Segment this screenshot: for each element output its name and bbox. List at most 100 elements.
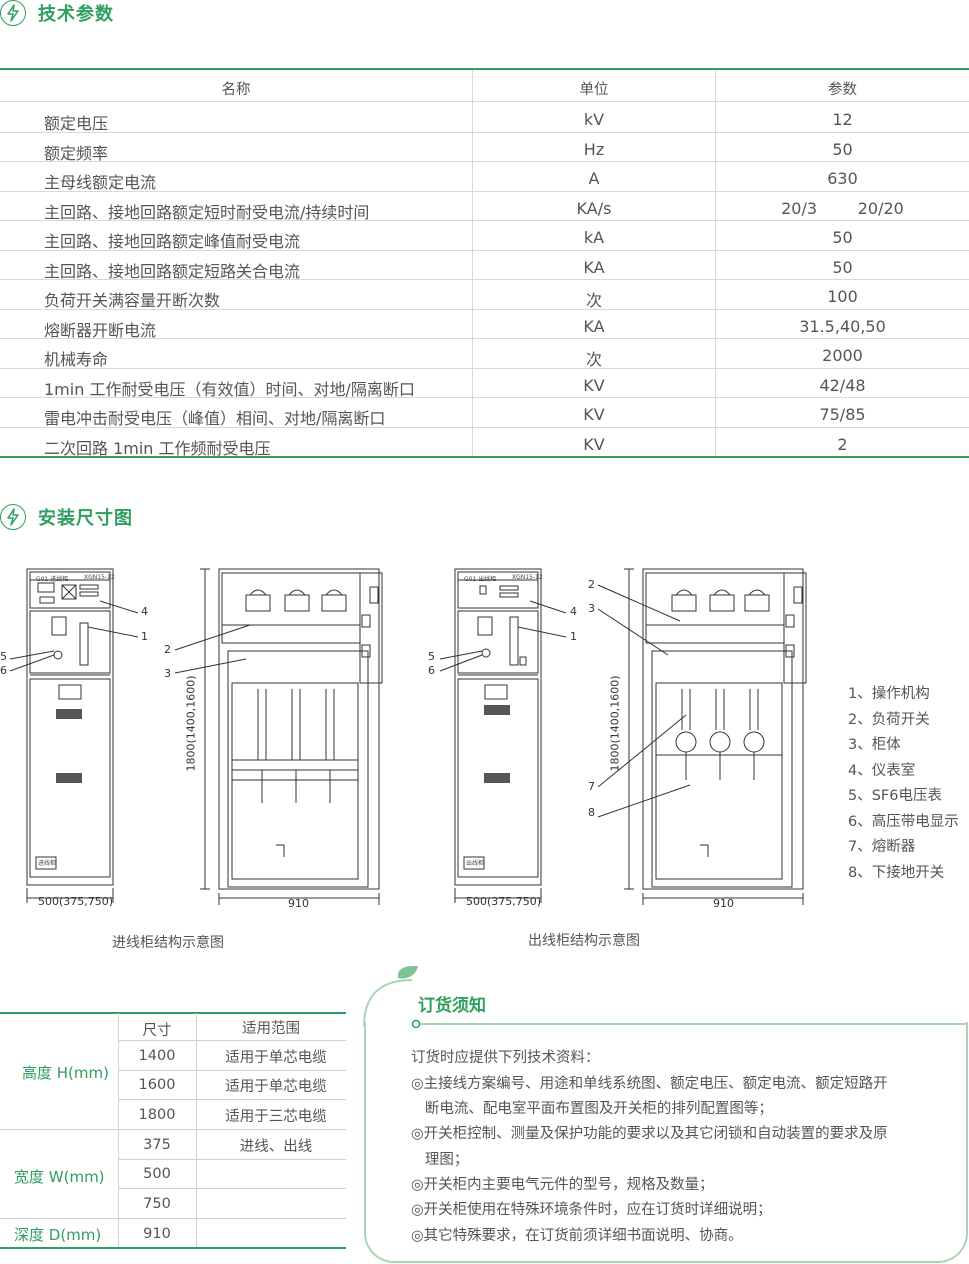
outgoing-callout-2: 2 — [588, 578, 595, 591]
incoming-callout-2: 2 — [164, 643, 171, 656]
size-header-range: 适用范围 — [242, 1021, 300, 1037]
incoming-side-width: 910 — [288, 897, 309, 910]
outgoing-caption: 出线柜结构示意图 — [528, 933, 640, 949]
section-header-tech: 技术参数 — [0, 0, 114, 26]
legend-item: 3、柜体 — [848, 737, 901, 753]
cell-name: 二次回路 1min 工作频耐受电压 — [44, 438, 271, 458]
incoming-side-view — [174, 568, 383, 905]
section-title-install: 安装尺寸图 — [38, 508, 133, 529]
size-row-line — [118, 1070, 346, 1071]
cell-value: 50 — [832, 257, 853, 277]
cell-unit: KA — [583, 257, 605, 277]
depth-label: 深度 D(mm) — [14, 1226, 102, 1244]
outgoing-front-width: 500(375,750) — [466, 895, 542, 908]
legend-item: 2、负荷开关 — [848, 712, 930, 728]
size-row-line — [118, 1040, 346, 1041]
order-title: 订货须知 — [418, 996, 486, 1016]
size-cell: 375 — [143, 1137, 171, 1153]
tech-header-row: 名称 单位 参数 — [0, 70, 969, 102]
cell-unit: KV — [583, 434, 605, 454]
cell-unit: Hz — [583, 139, 605, 159]
outgoing-callout-7: 7 — [588, 780, 595, 793]
legend-item: 8、下接地开关 — [848, 865, 945, 881]
cell-value: 2 — [837, 434, 848, 454]
size-col-divider-2 — [196, 1013, 197, 1248]
cell-unit: A — [588, 169, 600, 188]
size-cell: 750 — [143, 1196, 171, 1212]
installation-drawings — [9, 568, 807, 905]
size-cell: 1600 — [138, 1077, 176, 1093]
cell-unit: KV — [583, 375, 605, 395]
outgoing-panel-label-a: G01 出线柜 — [464, 576, 497, 583]
table-row: 机械寿命 次 2000 — [0, 339, 969, 369]
section-title-tech: 技术参数 — [38, 4, 114, 25]
size-cell: 1400 — [138, 1048, 176, 1064]
cell-name: 主回路、接地回路额定短时耐受电流/持续时间 — [44, 202, 370, 222]
size-cell: 500 — [143, 1166, 171, 1182]
incoming-height: 1800(1400,1600) — [184, 675, 198, 772]
outgoing-callout-4: 4 — [570, 605, 577, 618]
size-row-line — [0, 1129, 346, 1130]
width-label: 宽度 W(mm) — [14, 1168, 105, 1186]
cell-unit: 次 — [585, 350, 602, 369]
leaf-icon — [398, 966, 418, 979]
cell-value: 630 — [827, 169, 858, 188]
incoming-callout-1: 1 — [141, 630, 148, 643]
outgoing-callout-1: 1 — [570, 630, 577, 643]
cell-name: 额定频率 — [44, 143, 109, 163]
size-row-line — [118, 1159, 346, 1160]
cell-value: 12 — [832, 110, 853, 129]
table-row: 二次回路 1min 工作频耐受电压 KV 2 — [0, 428, 969, 458]
size-table-top-rule — [0, 1012, 346, 1014]
cell-value: 31.5,40,50 — [799, 316, 886, 336]
size-row-line — [0, 1218, 346, 1219]
size-row-line — [118, 1188, 346, 1189]
table-row: 主回路、接地回路额定短时耐受电流/持续时间 KA/s 20/3 20/20 — [0, 192, 969, 222]
cell-value: 100 — [827, 287, 858, 306]
incoming-door-tag: 进线柜 — [38, 860, 57, 867]
cell-value: 2000 — [822, 346, 863, 365]
incoming-callout-6: 6 — [0, 664, 7, 677]
cell-unit: KA/s — [576, 198, 612, 218]
cell-name: 机械寿命 — [44, 350, 109, 369]
outgoing-front-view — [439, 568, 567, 903]
height-label: 高度 H(mm) — [22, 1064, 109, 1082]
order-item: ◎开关柜内主要电气元件的型号，规格及数量； — [411, 1177, 714, 1193]
outgoing-side-width: 910 — [713, 897, 734, 910]
cell-value: 20/3 20/20 — [781, 198, 904, 218]
incoming-callout-4: 4 — [141, 605, 148, 618]
header-name: 名称 — [221, 82, 251, 98]
range-cell: 适用于三芯电缆 — [225, 1109, 327, 1125]
range-cell: 适用于单芯电缆 — [225, 1050, 327, 1066]
cell-value: 50 — [832, 228, 853, 247]
size-header-size: 尺寸 — [142, 1023, 172, 1039]
size-table-bottom-rule — [0, 1247, 346, 1249]
size-col-divider-1 — [118, 1013, 119, 1248]
col-divider-1 — [472, 70, 473, 457]
cell-name: 雷电冲击耐受电压（峰值）相间、对地/隔离断口 — [44, 409, 386, 428]
outgoing-callout-3: 3 — [588, 602, 595, 615]
incoming-panel-label-b: XGN15-12 — [84, 574, 115, 581]
header-unit: 单位 — [579, 82, 609, 98]
order-item: 断电流、配电室平面布置图及开关柜的排列配置图等； — [411, 1101, 773, 1117]
range-cell: 适用于单芯电缆 — [225, 1079, 327, 1095]
cell-unit: 次 — [585, 291, 602, 310]
order-item: 理图； — [411, 1152, 469, 1168]
order-box-frame — [363, 966, 966, 1028]
order-intro: 订货时应提供下列技术资料： — [411, 1050, 600, 1066]
incoming-front-view — [9, 568, 139, 903]
outgoing-callout-5: 5 — [428, 650, 435, 663]
legend-item: 1、操作机构 — [848, 686, 930, 702]
incoming-caption: 进线柜结构示意图 — [112, 935, 224, 951]
cell-name: 主母线额定电流 — [44, 173, 157, 192]
cell-name: 额定电压 — [44, 114, 109, 133]
legend-item: 5、SF6电压表 — [848, 788, 942, 804]
size-cell: 1800 — [138, 1107, 176, 1123]
cell-name: 主回路、接地回路额定峰值耐受电流 — [44, 232, 301, 251]
size-row-line — [118, 1099, 346, 1100]
cell-unit: KV — [583, 405, 605, 424]
